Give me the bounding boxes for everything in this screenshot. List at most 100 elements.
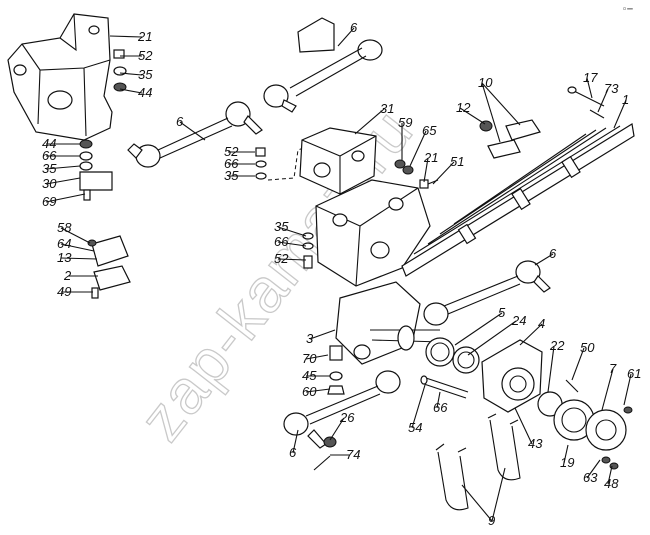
callout-number: 45 [302, 368, 317, 383]
fasteners-left-column [79, 139, 113, 201]
callout-number: 13 [57, 250, 72, 265]
leader-line [179, 121, 206, 141]
callout-number: 52 [274, 251, 289, 266]
leader-line [491, 467, 506, 522]
callout-number: 35 [224, 168, 239, 183]
leader-line [459, 107, 486, 125]
leader-line [60, 257, 98, 260]
leader-line [109, 35, 143, 38]
leader-line [45, 165, 81, 170]
callout-number: 44 [42, 136, 56, 151]
callout-number: 26 [339, 410, 355, 425]
callout-number: 74 [346, 447, 360, 462]
leader-line [277, 241, 307, 247]
leader-line [467, 320, 517, 356]
leader-line [337, 27, 355, 47]
callout-number: 69 [42, 194, 56, 209]
part-drawings [7, 13, 635, 511]
callout-number: 22 [549, 338, 565, 353]
callout-number: 63 [583, 470, 598, 485]
leader-line [547, 345, 555, 393]
spring-bracket-31 [299, 127, 377, 195]
u-bolts-9 [435, 413, 521, 511]
callout-number: 64 [57, 236, 71, 251]
leader-line [277, 226, 307, 237]
callout-number: 73 [604, 81, 619, 96]
callout-number: 21 [423, 150, 438, 165]
leader-line [305, 354, 329, 360]
cover-plates-13-2 [87, 235, 131, 299]
leader-line [461, 484, 493, 522]
small-parts-70-45-60 [327, 345, 345, 395]
callout-number: 44 [138, 85, 152, 100]
callout-number: 1 [622, 92, 629, 107]
stud-54 [420, 375, 469, 399]
leader-line [60, 243, 95, 252]
leader-line [277, 258, 307, 261]
leader-line [514, 407, 533, 445]
callout-number: 6 [289, 445, 297, 460]
leaf-spring-1 [401, 123, 635, 277]
leader-line [45, 193, 86, 203]
leader-line [119, 88, 143, 94]
callout-number: 66 [274, 234, 289, 249]
leader-line [597, 88, 609, 113]
callout-number: 7 [609, 361, 617, 376]
callout-number: 19 [560, 455, 574, 470]
callout-number: 21 [137, 29, 152, 44]
callout-number: 49 [57, 284, 71, 299]
callout-number: 6 [549, 246, 557, 261]
callout-number: 50 [580, 340, 595, 355]
callout-number: 10 [478, 75, 493, 90]
leader-line [409, 130, 427, 167]
leader-line [586, 77, 593, 99]
leader-line [119, 72, 143, 76]
leader-line [309, 329, 336, 340]
reaction-rod-lower [283, 370, 401, 471]
callout-number: 2 [63, 268, 72, 283]
leader-line [623, 373, 632, 406]
callout-number: 60 [302, 384, 317, 399]
pin-17 [567, 86, 605, 119]
leader-line [613, 99, 627, 129]
callout-number: 54 [408, 420, 422, 435]
callout-number: 6 [350, 20, 358, 35]
balancer-bracket [315, 179, 431, 287]
leader-line [481, 82, 521, 126]
callout-number: 24 [511, 313, 526, 328]
leader-line [534, 253, 554, 266]
leader-line [586, 459, 601, 479]
leader-line [481, 82, 501, 143]
hub-4 [481, 339, 543, 413]
callout-number: 61 [627, 366, 641, 381]
callout-number: 3 [306, 331, 314, 346]
callout-number: 58 [57, 220, 72, 235]
callout-number: 12 [456, 100, 471, 115]
callout-number: 43 [528, 436, 543, 451]
callout-number: 17 [583, 70, 598, 85]
leader-line [454, 312, 503, 346]
callout-number: 31 [380, 101, 394, 116]
callout-number: 6 [176, 114, 184, 129]
bolt-and-washers-upper [113, 49, 127, 92]
callout-number: 48 [604, 476, 619, 491]
seal-5-and-ring-24 [425, 337, 480, 374]
leader-line [354, 108, 385, 135]
reaction-rod-upper [263, 17, 383, 113]
callout-number: 65 [422, 123, 437, 138]
callout-number: 35 [138, 67, 153, 82]
callout-number: 66 [224, 156, 239, 171]
callout-number: 51 [450, 154, 464, 169]
callout-number: 30 [42, 176, 57, 191]
callout-number: 70 [302, 351, 317, 366]
small-fasteners-center [394, 159, 439, 189]
callout-number: 66 [42, 148, 57, 163]
reaction-rod-left [127, 101, 263, 168]
leader-line [436, 391, 441, 409]
reaction-rod-right [423, 260, 551, 326]
leader-line [423, 157, 429, 183]
leader-line [601, 368, 614, 411]
